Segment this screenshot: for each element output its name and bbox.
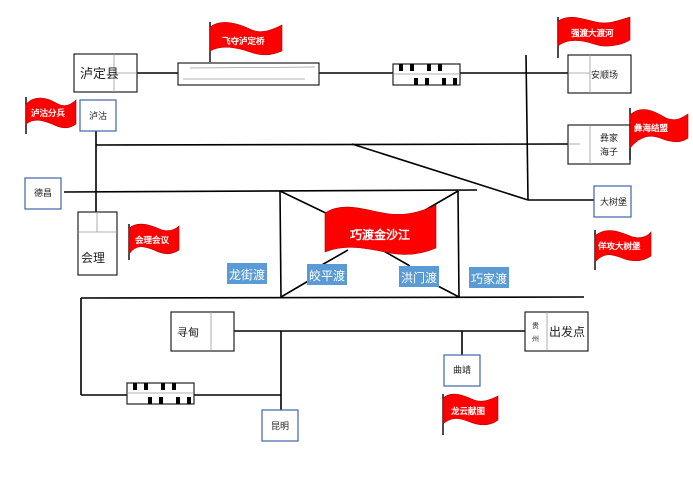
flag-icon (629, 109, 689, 149)
route-lines (63, 54, 594, 410)
place-label: 昆明 (271, 421, 289, 432)
place-label: 德昌 (34, 187, 52, 199)
flag-yihai-alliance[interactable]: 彝海结盟 (629, 108, 689, 160)
flag-label: 泸沽分兵 (31, 108, 66, 119)
lock-icon (126, 382, 195, 405)
place-label: 彝家 (600, 132, 618, 144)
flag-label: 会理会议 (134, 235, 170, 246)
place-label: 海子 (600, 146, 618, 158)
flag-icon (25, 97, 77, 129)
ferry-label: 皎平渡 (309, 268, 345, 283)
luding-bridge-icon (177, 62, 320, 86)
flag-label: 彝海结盟 (634, 123, 669, 134)
ferry-longjie[interactable]: 龙街渡 (227, 263, 267, 284)
flag-icon (594, 230, 652, 263)
line-x4 (435, 284, 460, 298)
line-bottom-row (80, 296, 585, 299)
place-luding[interactable]: 泸定县 (73, 53, 138, 93)
place-huili[interactable]: 会理 (77, 211, 118, 276)
place-label: 州 (532, 335, 539, 343)
place-label: 安顺场 (591, 69, 618, 81)
ferry-label: 洪门渡 (401, 270, 437, 285)
place-xundian[interactable]: 寻甸 (170, 311, 235, 352)
place-label: 贵 (532, 321, 539, 330)
place-kunming[interactable]: 昆明 (261, 409, 299, 442)
ferry-jiaoping[interactable]: 皎平渡 (307, 264, 347, 285)
lock-icon (392, 63, 461, 86)
place-yijia-haizi[interactable]: 彝家 海子 (567, 124, 631, 165)
line-river-left (279, 190, 282, 299)
place-label: 泸定县 (80, 67, 119, 82)
flag-label: 强渡大渡河 (571, 28, 614, 39)
line-right-vertical (525, 54, 529, 201)
place-qujing[interactable]: 曲靖 (443, 354, 481, 387)
ferry-label: 龙街渡 (229, 267, 265, 282)
flag-kunming-threat[interactable]: 龙云献图 (442, 393, 499, 435)
flag-label: 飞夺泸定桥 (222, 36, 265, 47)
place-dashubao[interactable]: 大树堡 (593, 185, 632, 218)
flag-icon (209, 22, 283, 56)
place-label: 寻甸 (177, 326, 199, 339)
flag-luding-bridge[interactable]: 飞夺泸定桥 (209, 22, 283, 62)
place-dechang[interactable]: 德昌 (24, 177, 62, 210)
flag-label: 巧渡金沙江 (350, 227, 410, 242)
flag-icon (324, 204, 437, 255)
ferry-qiaojia[interactable]: 巧家渡 (469, 267, 509, 288)
flag-dashubao-feint[interactable]: 佯攻大树堡 (594, 230, 652, 270)
flag-jinsha-river[interactable]: 巧渡金沙江 (324, 204, 437, 255)
line-x1 (279, 190, 333, 217)
ferry-label: 巧家渡 (471, 271, 507, 286)
flag-huili-meeting[interactable]: 会理会议 (128, 223, 180, 260)
flag-luzhu-split[interactable]: 泸沽分兵 (25, 97, 77, 134)
place-label: 出发点 (549, 324, 585, 339)
flag-label: 龙云献图 (450, 406, 485, 417)
place-guizhou-start[interactable]: 贵 州 出发点 (524, 311, 589, 352)
flag-label: 佯攻大树堡 (598, 241, 641, 252)
place-label: 曲靖 (453, 364, 471, 376)
flag-icon (442, 393, 499, 426)
line-dechang-row (63, 189, 478, 193)
line-diagonal-dashubao (351, 143, 529, 201)
flag-icon (128, 223, 180, 255)
line-river-right (457, 190, 460, 299)
place-label: 会理 (81, 251, 105, 265)
flag-dadu-river[interactable]: 强渡大渡河 (557, 16, 631, 58)
line-row2 (95, 143, 569, 146)
line-x3 (280, 279, 311, 298)
place-anshunchang[interactable]: 安顺场 (567, 54, 632, 94)
flag-icon (557, 16, 631, 47)
place-label: 大树堡 (600, 196, 627, 208)
place-label: 泸沽 (89, 110, 107, 122)
place-luzhu[interactable]: 泸沽 (79, 99, 117, 132)
ferry-hongmen[interactable]: 洪门渡 (399, 266, 439, 287)
line-x5 (319, 249, 349, 267)
